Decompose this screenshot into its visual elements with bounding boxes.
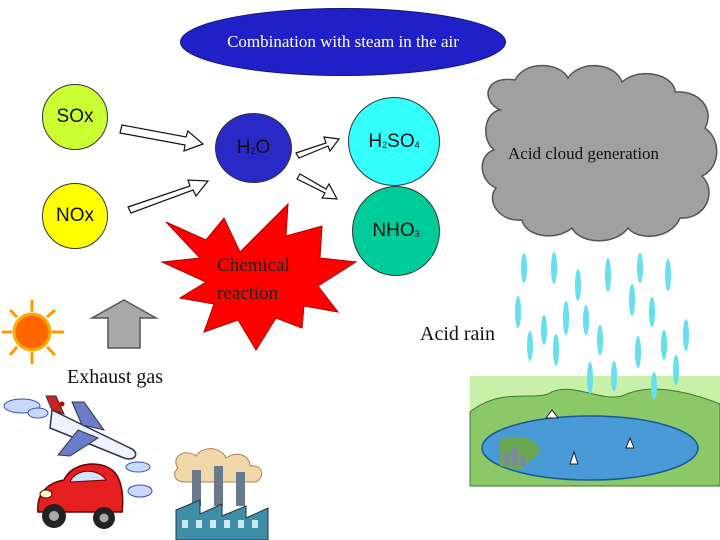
cloud-icon <box>481 64 718 242</box>
h2o-circle: H2O <box>215 113 292 183</box>
factory-icon <box>174 448 269 540</box>
arrow-sox-to-h2o <box>119 124 205 152</box>
arrow-h2o-to-h2so4 <box>295 136 341 159</box>
up-arrow-icon <box>89 299 159 349</box>
car-icon <box>37 463 124 529</box>
lake-landscape-icon <box>469 376 720 487</box>
reaction-arrows <box>119 124 341 214</box>
h2so4-circle: H2SO4 <box>348 97 440 186</box>
sun-icon <box>2 300 64 364</box>
rain-drops-icon <box>515 252 689 400</box>
exhaust-gas-label: Exhaust gas <box>67 366 164 388</box>
acid-rain-label: Acid rain <box>420 323 495 345</box>
exhaust-puffs <box>3 398 153 498</box>
hno3-circle: NHO3 <box>352 186 440 276</box>
airplane-icon <box>45 395 137 460</box>
nox-circle: NOx <box>42 183 108 249</box>
h2so4-label: H2SO4 <box>368 130 420 152</box>
cloud-label: Acid cloud generation <box>508 144 660 163</box>
sox-circle: SOx <box>42 84 108 150</box>
title-text: Combination with steam in the air <box>227 32 459 51</box>
arrow-h2o-to-hno3 <box>296 173 339 200</box>
chemical-line-1: Chemical <box>217 255 290 276</box>
title-oval: Combination with steam in the air <box>180 8 506 76</box>
sox-label: SOx <box>56 106 94 127</box>
h2o-label: H2O <box>236 137 271 158</box>
nox-label: NOx <box>56 205 94 226</box>
chemical-line-2: reaction <box>217 283 279 304</box>
starburst-icon <box>160 202 358 351</box>
hno3-label: NHO3 <box>372 220 420 241</box>
chemical-reaction-label: Chemical reaction <box>217 252 290 308</box>
arrow-nox-to-h2o <box>127 179 210 214</box>
